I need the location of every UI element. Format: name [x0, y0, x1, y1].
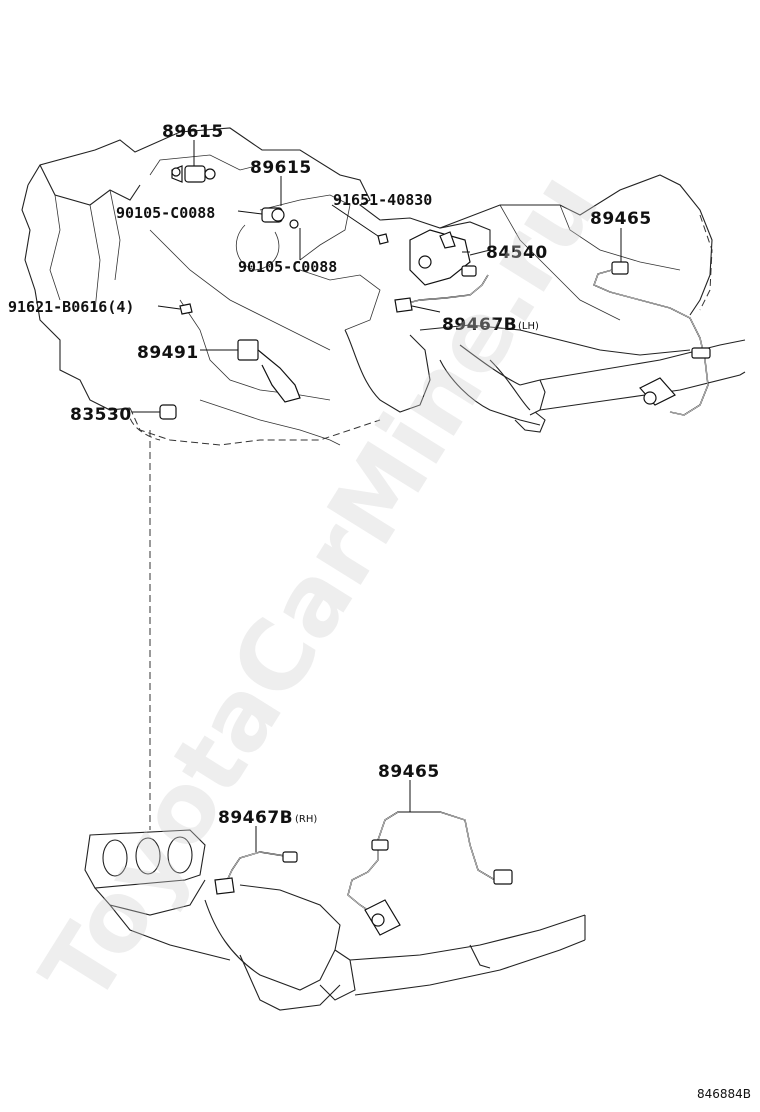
upper-exhaust-pipe: [459, 339, 746, 433]
figure-code: 846884B: [697, 1087, 751, 1101]
label-89467b-rh-note: (RH): [295, 814, 317, 825]
label-90105-b: 90105-C0088: [238, 258, 337, 276]
engine-block: [21, 127, 491, 446]
bolt-90105-b: [289, 219, 299, 229]
lower-exhaust-pipe: [349, 914, 586, 996]
label-91621: 91621-B0616(4): [8, 298, 134, 316]
label-83530: 83530: [70, 405, 132, 425]
leader-lines: [132, 140, 622, 852]
bolt-91651: [377, 233, 389, 245]
label-89491: 89491: [137, 343, 199, 363]
label-89615-top: 89615: [162, 122, 224, 142]
label-89465-bottom: 89465: [378, 762, 440, 782]
part-labels: 89615 89615 90105-C0088 90105-C0088 9165…: [8, 122, 652, 828]
sensor-89615-mid: [261, 207, 285, 223]
sensor-89467b-lh: [394, 265, 489, 313]
switch-84540: [409, 229, 471, 286]
label-84540: 84540: [486, 243, 548, 263]
sensor-89467b-rh: [214, 851, 298, 895]
label-89467b-lh: 89467B: [442, 315, 517, 335]
lower-exhaust-manifold: [84, 829, 356, 1011]
watermark: ToyotaCarMine.ru: [20, 153, 621, 1022]
label-89467b-rh: 89467B: [218, 808, 293, 828]
label-89465-top: 89465: [590, 209, 652, 229]
label-90105-a: 90105-C0088: [116, 204, 215, 222]
sensor-89465-bottom: [347, 811, 513, 936]
bolt-90105-a: [171, 167, 181, 177]
sensor-83530: [159, 404, 177, 420]
label-89467b-lh-note: (LH): [518, 321, 539, 332]
label-91651: 91651-40830: [333, 191, 432, 209]
transmission-housing: [419, 174, 713, 426]
sensor-89491: [237, 339, 301, 403]
bolt-91621: [179, 303, 193, 315]
label-89615-mid: 89615: [250, 158, 312, 178]
sensor-89465-top: [593, 261, 711, 416]
